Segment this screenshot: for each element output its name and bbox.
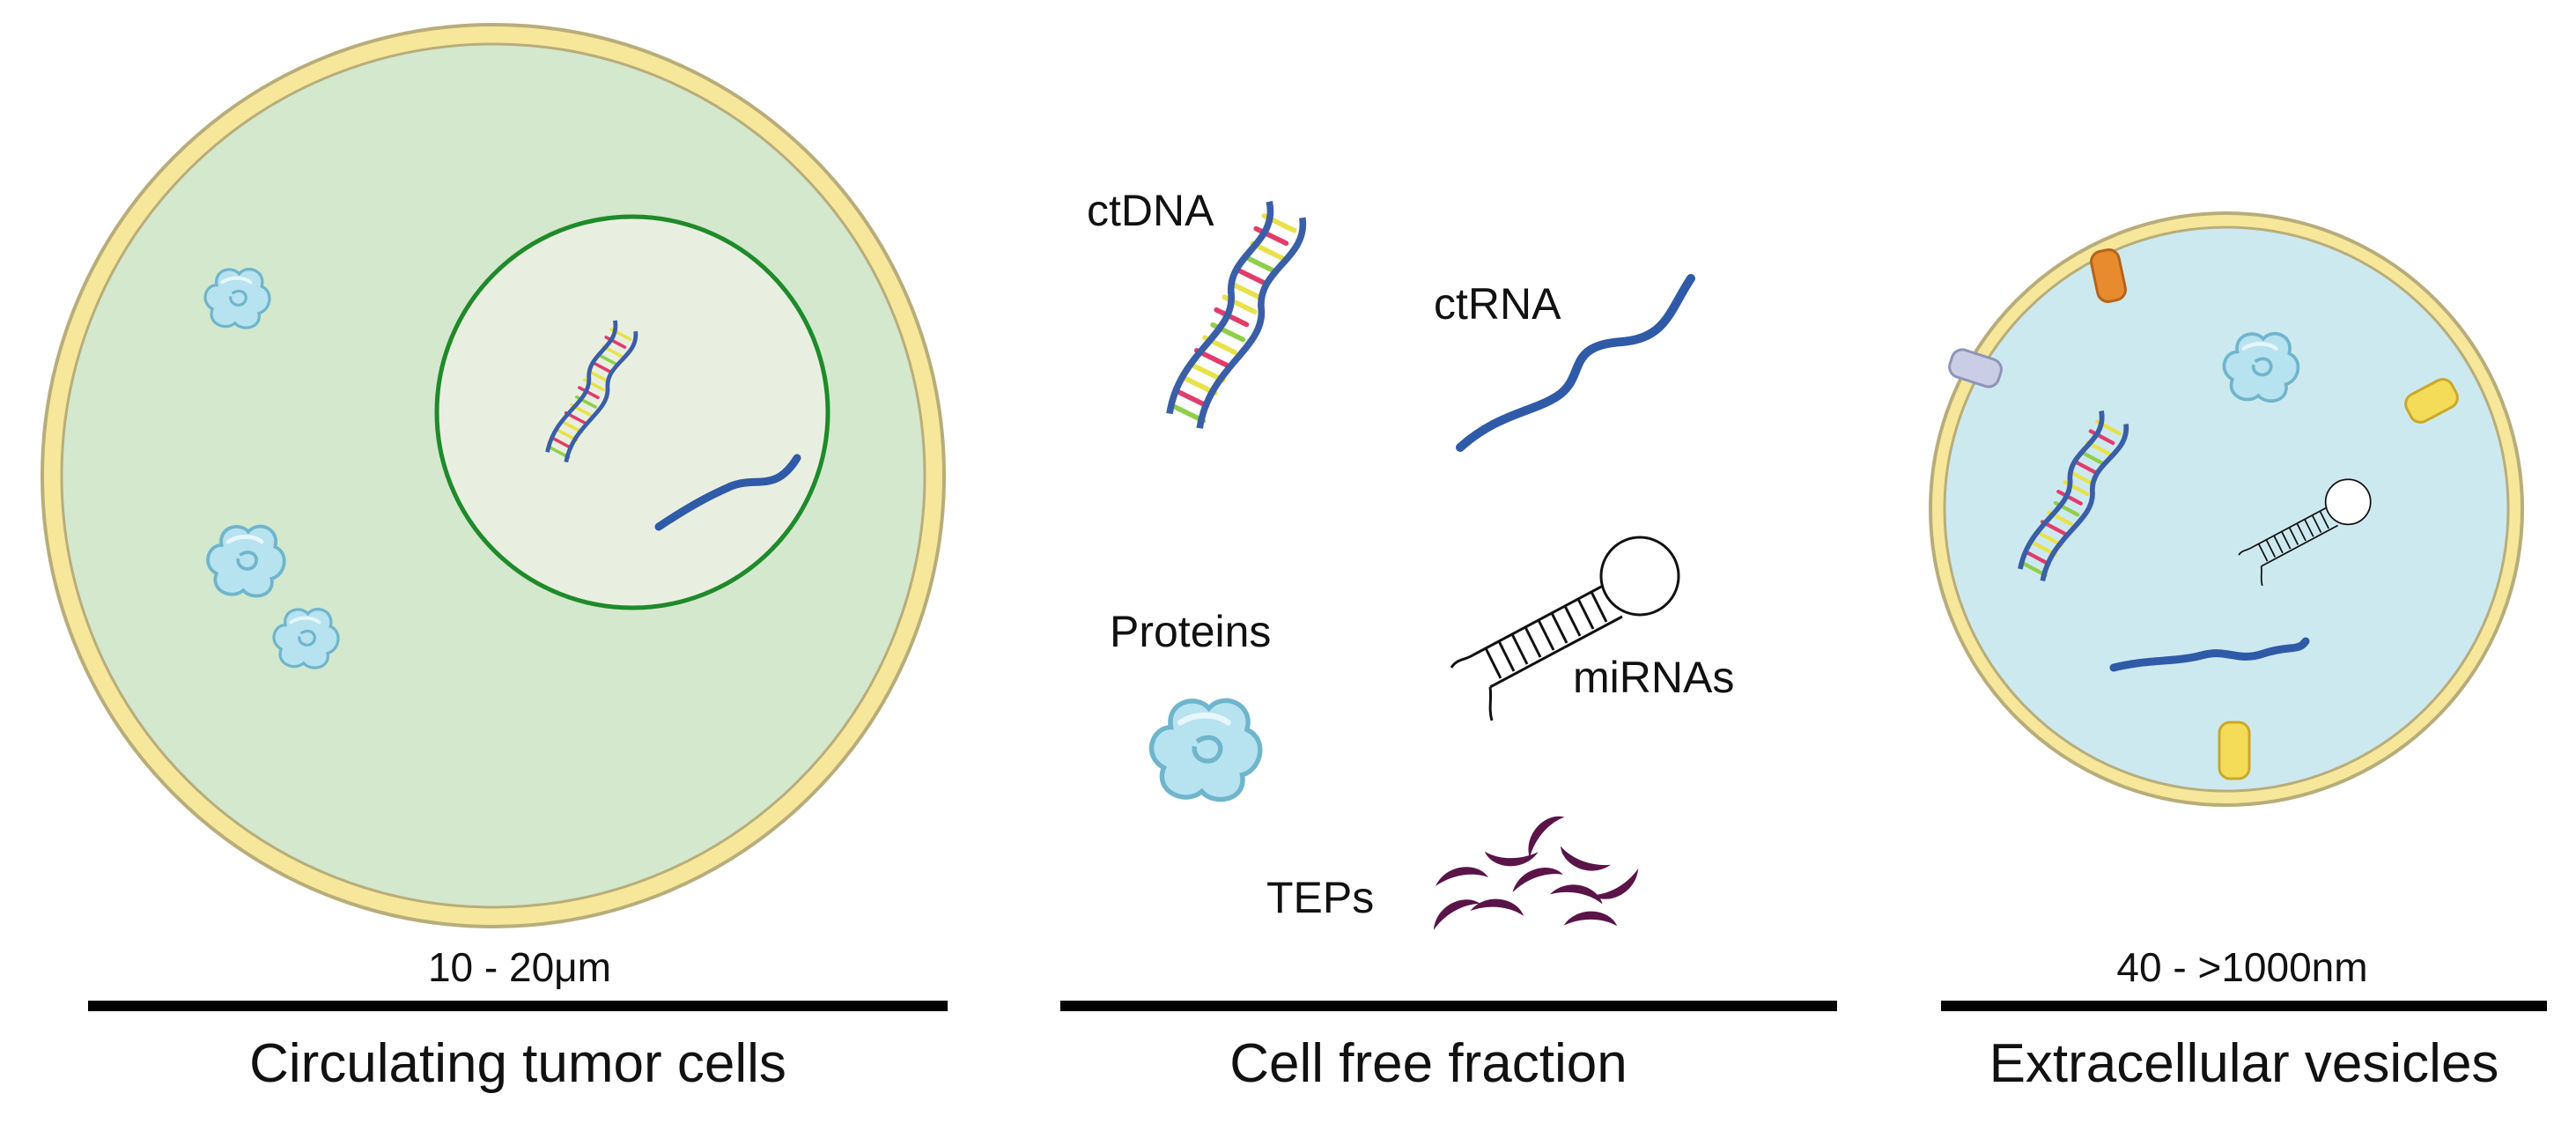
mirnas-label: miRNAs (1573, 653, 1734, 702)
ctc-cell (41, 23, 946, 928)
ev-size-label: 40 - >1000nm (2116, 944, 2367, 990)
dna-helix-icon (1165, 201, 1310, 432)
ctdna-label: ctDNA (1087, 186, 1214, 235)
ev-divider (1941, 1001, 2547, 1011)
proteins-label: Proteins (1110, 607, 1271, 656)
cell-free-title: Cell free fraction (1229, 1033, 1627, 1094)
nucleus (434, 214, 830, 610)
protein-icon (1152, 700, 1260, 799)
rna-strand-icon (654, 454, 801, 531)
cell-free-divider (1060, 1001, 1837, 1011)
teps-label: TEPs (1266, 873, 1374, 922)
cell-free-items: ctDNA ctRNA Proteins miRNAs TEPs (1087, 186, 1734, 935)
membrane-protein-icon (1948, 248, 2459, 780)
ctc-title: Circulating tumor cells (249, 1033, 786, 1094)
ctc-divider (88, 1001, 948, 1011)
rna-strand-icon (1456, 274, 1695, 452)
ctc-size-label: 10 - 20μm (428, 944, 611, 990)
ev-title: Extracellular vesicles (1989, 1033, 2499, 1094)
ev-vesicle (1929, 211, 2524, 807)
ctrna-label: ctRNA (1434, 279, 1561, 329)
platelet-icon (1427, 809, 1645, 935)
rna-strand-icon (2109, 637, 2310, 672)
